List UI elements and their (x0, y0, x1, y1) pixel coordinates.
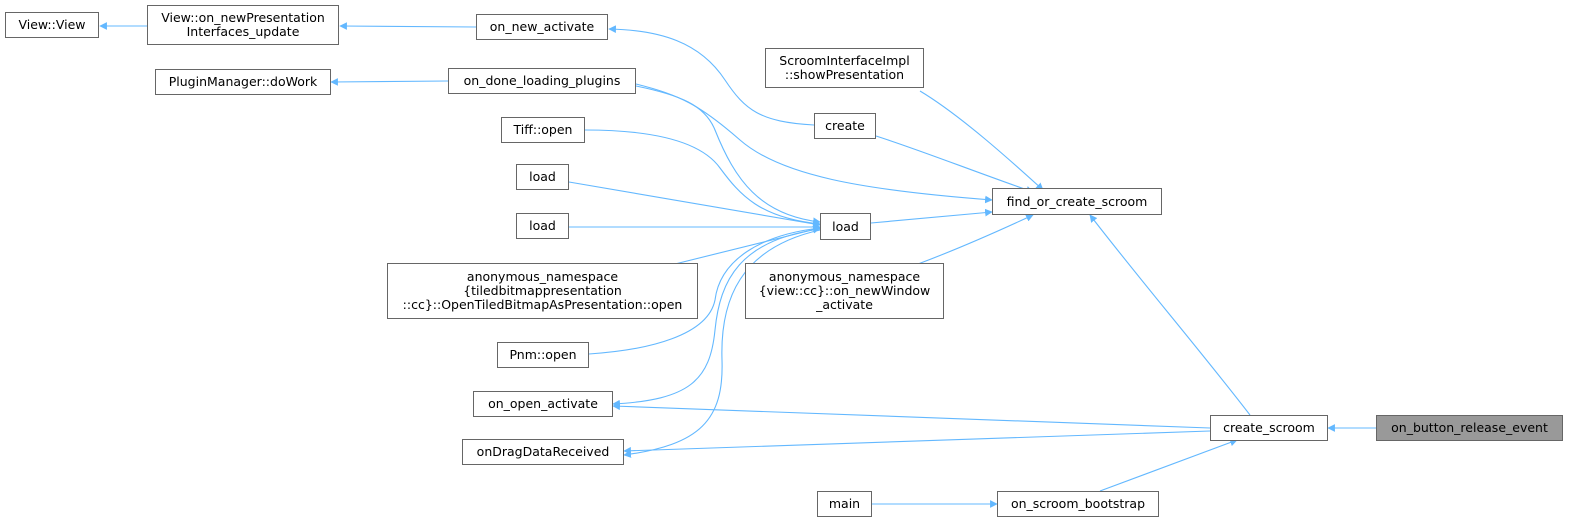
node-label: anonymous_namespace (466, 269, 619, 284)
node-label: View::on_newPresentation (161, 10, 325, 25)
edge-create-to-on-new-activate (608, 25, 815, 126)
edge-find-to-anon-view (917, 214, 1034, 265)
node-ondragdatareceived[interactable]: onDragDataReceived (462, 439, 624, 465)
node-scroom-showpresentation[interactable]: ScroomInterfaceImpl ::showPresentation (765, 48, 924, 88)
node-pluginmanager-dowork[interactable]: PluginManager::doWork (155, 69, 331, 95)
node-find-or-create-scroom[interactable]: find_or_create_scroom (992, 188, 1162, 215)
node-create-scroom[interactable]: create_scroom (1210, 415, 1328, 441)
node-label: anonymous_namespace (768, 269, 921, 284)
node-label: ScroomInterfaceImpl (779, 53, 910, 68)
node-label: find_or_create_scroom (1006, 193, 1148, 209)
node-label: onDragDataReceived (476, 444, 610, 459)
node-label: create (825, 118, 865, 133)
node-label: on_open_activate (488, 396, 598, 411)
node-on-new-activate[interactable]: on_new_activate (476, 14, 608, 40)
node-label: ::showPresentation (784, 67, 905, 82)
node-label: on_new_activate (489, 19, 595, 34)
edge-load-main-to-on-done-loading (635, 85, 821, 226)
node-pnm-open[interactable]: Pnm::open (497, 342, 589, 368)
edge-find-to-on-done-loading (635, 83, 993, 204)
edge-load-main-to-load-a (568, 181, 821, 228)
node-on-scroom-bootstrap[interactable]: on_scroom_bootstrap (997, 491, 1159, 517)
node-label: {view::cc}::on_newWindow (758, 283, 931, 298)
node-load-b[interactable]: load (516, 213, 569, 239)
node-load-a[interactable]: load (516, 164, 569, 190)
node-label: main (828, 496, 861, 511)
node-label: on_done_loading_plugins (463, 73, 621, 88)
edge-load-main-to-tiff (584, 129, 821, 228)
node-anon-view-newwindow[interactable]: anonymous_namespace {view::cc}::on_newWi… (745, 263, 944, 319)
node-label: PluginManager::doWork (168, 74, 318, 89)
edge-load-main-to-pnm (588, 224, 821, 355)
node-load-main[interactable]: load (820, 213, 871, 240)
node-label: _activate (816, 297, 873, 312)
edge-on-open-activate-to-load-main (612, 228, 821, 408)
edge-create-scroom-to-on-open-activate (612, 402, 1211, 429)
node-label: Pnm::open (509, 347, 577, 362)
edge-create-scroom-to-find (1089, 214, 1251, 416)
node-label: load (529, 169, 556, 184)
edge-find-to-load-main (870, 208, 993, 224)
node-anon-tiled-open[interactable]: anonymous_namespace {tiledbitmappresenta… (387, 263, 698, 319)
node-label: Tiff::open (513, 122, 573, 137)
edge-find-to-create (875, 135, 1034, 194)
edge-on-new-activate-to-view-on-newpres (339, 22, 477, 30)
node-label: load (529, 218, 556, 233)
node-view-view[interactable]: View::View (5, 12, 99, 38)
edge-find-to-scroom-showpres (919, 90, 1044, 191)
edge-on-scroom-bootstrap-to-create-scroom (1099, 438, 1238, 492)
node-label: load (832, 218, 859, 234)
node-label: on_button_release_event (1391, 420, 1548, 435)
node-tiff-open[interactable]: Tiff::open (501, 117, 585, 143)
node-label: Interfaces_update (186, 24, 300, 39)
node-label: View::View (18, 17, 86, 32)
node-label: on_scroom_bootstrap (1010, 496, 1146, 511)
edge-create-scroom-to-ondragdata (623, 430, 1211, 455)
node-create[interactable]: create (814, 113, 876, 139)
node-main[interactable]: main (817, 491, 872, 517)
node-label: create_scroom (1223, 420, 1315, 435)
edge-ondragdata-to-load-main (623, 229, 821, 458)
node-on-open-activate[interactable]: on_open_activate (473, 391, 613, 417)
node-view-on-newpresentation[interactable]: View::on_newPresentation Interfaces_upda… (147, 5, 339, 45)
node-on-button-release-event[interactable]: on_button_release_event (1376, 415, 1563, 441)
node-on-done-loading-plugins[interactable]: on_done_loading_plugins (448, 68, 636, 94)
edge-on-done-loading-to-pluginmanager (330, 78, 449, 86)
node-label: {tiledbitmappresentation (463, 283, 622, 298)
node-label: ::cc}::OpenTiledBitmapAsPresentation::op… (402, 297, 683, 312)
